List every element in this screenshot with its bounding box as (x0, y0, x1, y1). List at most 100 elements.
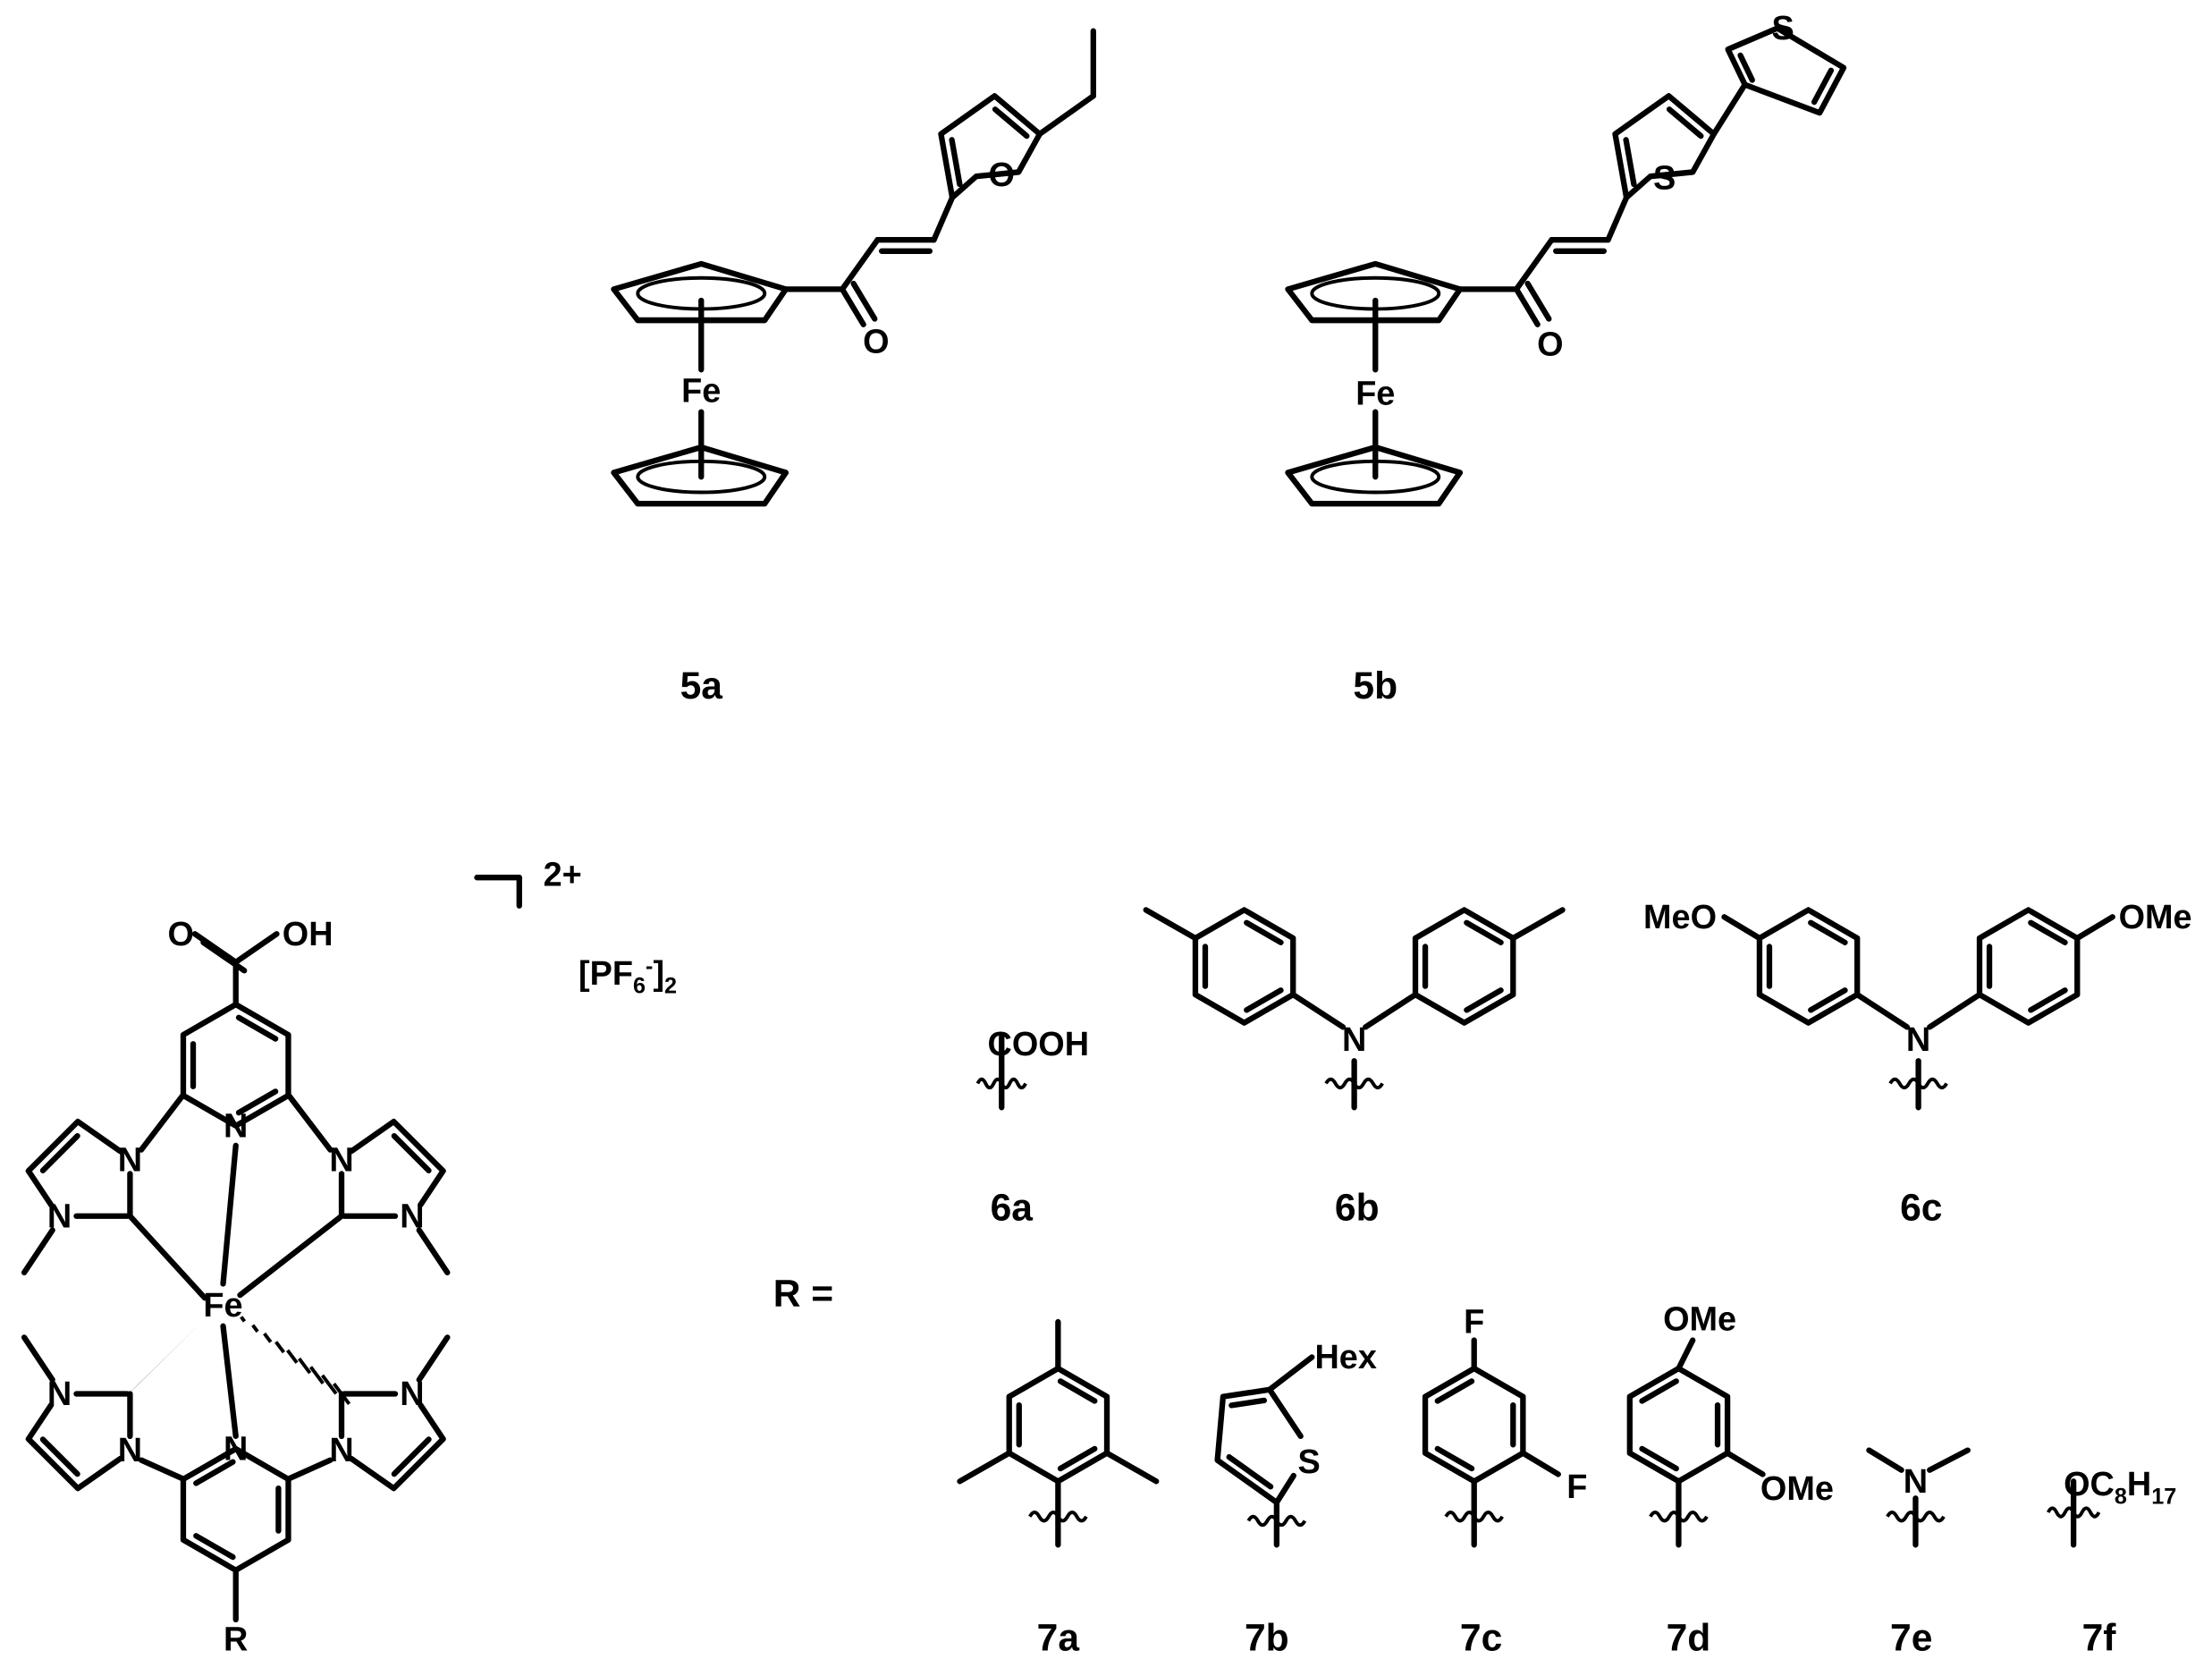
bond (1363, 991, 1419, 1030)
benzene-ring (1006, 1365, 1110, 1485)
atom-n: N (47, 1376, 72, 1413)
bond (127, 1213, 208, 1301)
atom-s: S (1772, 10, 1794, 47)
bond (1605, 194, 1630, 243)
bond (1639, 1445, 1679, 1472)
bond (1866, 1447, 1904, 1473)
benzene-ring (180, 1001, 291, 1129)
imidazolylidene-ring (25, 1401, 123, 1492)
bond (1464, 919, 1504, 945)
compound-5a: Fe O O 5a (680, 157, 1015, 707)
bond (416, 1227, 451, 1276)
thiophene-ring (1273, 1472, 1296, 1506)
benzene-ring (1756, 907, 1861, 1026)
compound-label: 7a (1037, 1617, 1080, 1660)
bond (1676, 1337, 1696, 1372)
atom-o: O (1537, 326, 1563, 364)
bond (237, 1213, 345, 1299)
compound-label: 7d (1667, 1617, 1711, 1660)
atom-n: N (118, 1141, 142, 1179)
bond (1266, 1354, 1315, 1392)
compound-label: 6a (991, 1186, 1034, 1229)
bond (2074, 914, 2115, 942)
atom-f: F (1464, 1304, 1484, 1342)
bond (1737, 52, 1755, 83)
bond (1513, 286, 1541, 327)
compound-label: 7e (1890, 1617, 1932, 1660)
attachment-wavy-bond (1444, 1511, 1504, 1523)
atom-n: N (224, 1431, 248, 1469)
bond (1854, 991, 1911, 1030)
bond (1721, 914, 1763, 942)
bond (1927, 991, 1983, 1030)
cyclopentadienyl-ring (1285, 260, 1464, 324)
atom-n: N (224, 1107, 248, 1145)
benzene-ring (1412, 907, 1516, 1026)
attachment-wavy-bond (1649, 1511, 1709, 1523)
atom-r: R (224, 1621, 248, 1659)
bond (220, 1323, 239, 1439)
bond (1808, 919, 1848, 945)
bond (232, 931, 280, 965)
bond (1244, 987, 1284, 1013)
atom-n: N (400, 1198, 424, 1235)
compound-label: 6b (1335, 1186, 1380, 1229)
thiophene-ring (1725, 25, 1847, 116)
bond (1524, 280, 1552, 322)
cyclopentadienyl-ring (611, 260, 789, 324)
bond (1639, 1378, 1679, 1404)
compound-label: 7f (2082, 1617, 2117, 1660)
iron-complex: O OH N N N N N Fe N N N N N R 2+ [PF6-]2 (47, 857, 677, 1659)
r-equals-label: R = (773, 1273, 833, 1316)
atom-n: N (1904, 1463, 1928, 1501)
bond (274, 1341, 285, 1354)
bond (286, 1457, 333, 1482)
atom-s: S (1298, 1443, 1321, 1481)
bond (931, 194, 956, 243)
bond (263, 1332, 273, 1343)
wedge-bond (124, 1318, 206, 1399)
benzene-ring (1422, 1365, 1526, 1485)
bond (1244, 919, 1284, 945)
group-octyloxy: OC8H17 (2064, 1466, 2176, 1509)
atom-n: N (118, 1432, 142, 1469)
bond (320, 1374, 338, 1395)
imidazolylidene-ring (348, 1401, 446, 1492)
atom-o: O (989, 157, 1015, 194)
bond (39, 1133, 80, 1173)
atom-s: S (1653, 159, 1676, 197)
bond (1226, 1454, 1274, 1490)
cyclopentadienyl-ring (1285, 444, 1464, 507)
bond (1057, 1378, 1098, 1404)
bond (1811, 67, 1835, 106)
bond (1143, 907, 1199, 942)
atom-n: N (329, 1432, 353, 1469)
bond (391, 1436, 432, 1477)
bond (298, 1357, 312, 1375)
group-ome: OMe (1663, 1301, 1736, 1339)
bond (839, 286, 866, 327)
group-ome: OMe (2119, 899, 2192, 936)
bond (1057, 1445, 1098, 1472)
atom-fe: Fe (203, 1287, 242, 1325)
bond (193, 1533, 236, 1561)
bond (235, 1014, 279, 1042)
atom-o: O (863, 323, 889, 360)
benzene-ring (1976, 907, 2081, 1026)
bond (416, 1334, 451, 1383)
group-cooh: COOH (987, 1026, 1089, 1063)
benzene-ring (1626, 1365, 1731, 1485)
thiophene-ring (1214, 1386, 1304, 1506)
bond (2028, 987, 2068, 1013)
bond (138, 1457, 185, 1482)
bond (286, 1349, 299, 1364)
bond (992, 106, 1030, 140)
bond (1228, 1397, 1267, 1409)
bond (1724, 1450, 1766, 1477)
bond (240, 1316, 247, 1323)
bond (1710, 81, 1748, 138)
bond (949, 137, 963, 188)
counterion-label: [PF6-]2 (578, 953, 677, 998)
bond (286, 1093, 333, 1153)
attachment-wavy-bond (1246, 1514, 1307, 1528)
